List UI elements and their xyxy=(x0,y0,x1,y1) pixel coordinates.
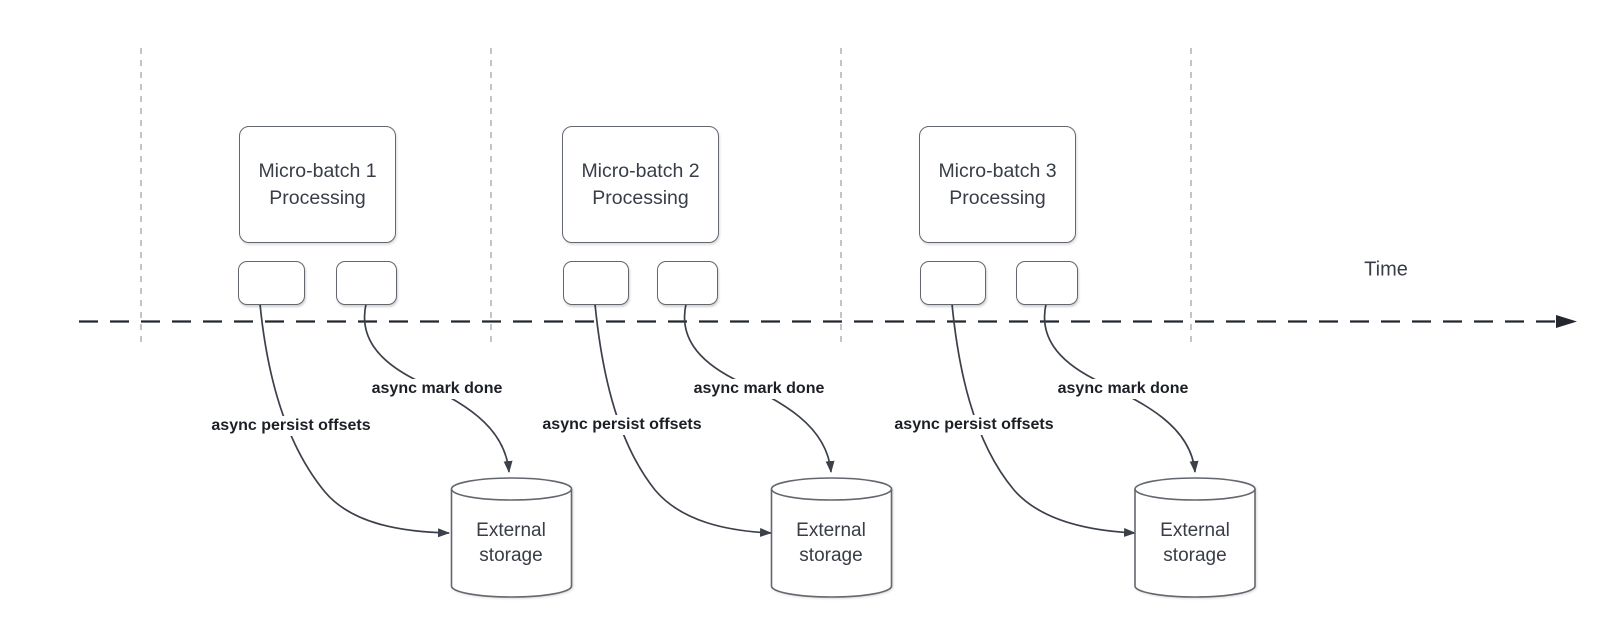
batch-2-task-box-left xyxy=(563,261,629,305)
storage-cylinder-1 xyxy=(450,477,573,598)
storage-cylinder-3 xyxy=(1134,477,1256,598)
external-storage-label-2: External storage xyxy=(796,518,866,568)
batch-1-task-box-left xyxy=(238,261,305,305)
persist-offsets-arrow-1 xyxy=(259,303,450,538)
time-axis-arrowhead-icon xyxy=(1556,315,1577,328)
persist-offsets-arrow-2 xyxy=(594,303,772,537)
storage-cylinder-2 xyxy=(770,477,893,598)
batch-3-task-box-right xyxy=(1016,261,1078,305)
mark-done-label-2: async mark done xyxy=(689,379,829,399)
external-storage-label-1: External storage xyxy=(476,518,546,568)
persist-offsets-label-3: async persist offsets xyxy=(890,415,1058,435)
time-axis-label: Time xyxy=(1364,258,1408,281)
micro-batch-1-processing-box: Micro-batch 1 Processing xyxy=(239,126,396,243)
micro-batch-1-title-line1: Micro-batch 1 xyxy=(258,159,377,182)
micro-batch-2-title-line2: Processing xyxy=(592,186,689,209)
batch-2-task-box-right xyxy=(657,261,718,305)
micro-batch-3-title-line1: Micro-batch 3 xyxy=(938,159,1057,182)
micro-batch-2-processing-box: Micro-batch 2 Processing xyxy=(562,126,719,243)
micro-batch-2-title-line1: Micro-batch 2 xyxy=(581,159,700,182)
external-storage-label-3: External storage xyxy=(1160,518,1230,568)
micro-batch-3-processing-box: Micro-batch 3 Processing xyxy=(919,126,1076,243)
micro-batch-1-title-line2: Processing xyxy=(269,186,366,209)
external-storage-2-line2: storage xyxy=(799,545,863,566)
mark-done-label-3: async mark done xyxy=(1053,379,1193,399)
micro-batch-3-title-line2: Processing xyxy=(949,186,1046,209)
persist-offsets-label-1: async persist offsets xyxy=(207,416,375,436)
external-storage-3-line1: External xyxy=(1160,520,1230,541)
persist-offsets-arrow-3 xyxy=(951,303,1136,537)
batch-3-task-box-left xyxy=(920,261,986,305)
persist-offsets-label-2: async persist offsets xyxy=(538,415,706,435)
batch-1-task-box-right xyxy=(336,261,397,305)
external-storage-2-line1: External xyxy=(796,520,866,541)
mark-done-label-1: async mark done xyxy=(367,379,507,399)
external-storage-1-line2: storage xyxy=(479,545,543,566)
external-storage-3-line2: storage xyxy=(1163,545,1227,566)
external-storage-1-line1: External xyxy=(476,520,546,541)
